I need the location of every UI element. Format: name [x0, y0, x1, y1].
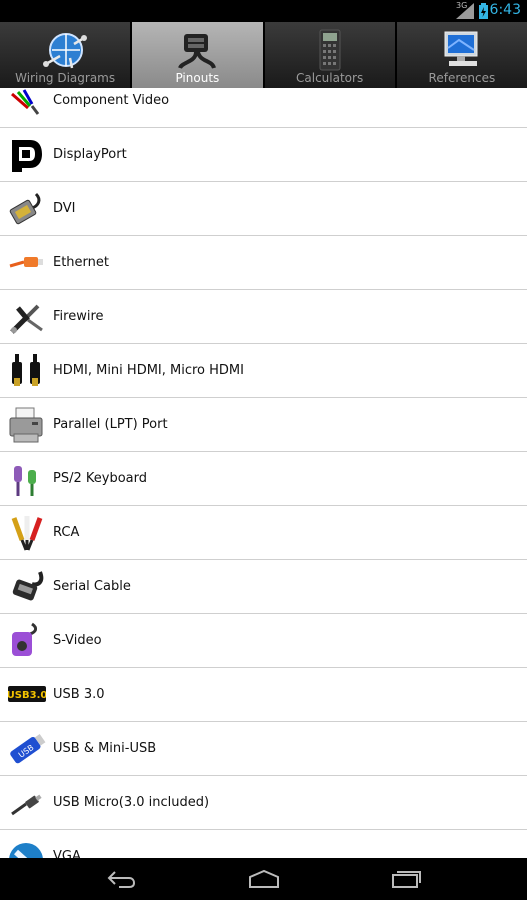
- list-item-serial-cable[interactable]: Serial Cable: [0, 560, 527, 614]
- usb3-badge-text: USB3.0: [8, 690, 46, 701]
- tab-calculators[interactable]: Calculators: [264, 22, 397, 88]
- ethernet-icon: [9, 257, 43, 268]
- tab-label: Wiring Diagrams: [15, 71, 116, 85]
- list-item-label: Component Video: [53, 93, 170, 108]
- monitor-icon: [444, 31, 478, 66]
- clock: 6:43: [489, 2, 521, 18]
- list-item-parallel-port[interactable]: Parallel (LPT) Port: [0, 398, 527, 452]
- list-item-hdmi[interactable]: HDMI, Mini HDMI, Micro HDMI: [0, 344, 527, 398]
- wiring-globe-icon: [43, 33, 88, 69]
- tab-label: Pinouts: [175, 71, 220, 85]
- signal-icon: [456, 3, 474, 19]
- list-item-usb-micro[interactable]: USB Micro(3.0 included): [0, 776, 527, 830]
- list-item-rca[interactable]: RCA: [0, 506, 527, 560]
- list-item-ethernet[interactable]: Ethernet: [0, 236, 527, 290]
- list-item-ps2-keyboard[interactable]: PS/2 Keyboard: [0, 452, 527, 506]
- dvi-icon: [9, 192, 41, 225]
- list-item-label: DVI: [53, 201, 76, 216]
- list-item-usb-3[interactable]: USB3.0 USB 3.0: [0, 668, 527, 722]
- hdmi-icon: [12, 354, 40, 386]
- list-item-label: VGA: [53, 849, 81, 858]
- tab-pinouts[interactable]: Pinouts: [132, 22, 265, 88]
- svideo-icon: [12, 622, 38, 656]
- list-item-component-video[interactable]: Component Video: [0, 88, 527, 128]
- displayport-icon: [12, 140, 42, 172]
- pinout-list: Component Video DisplayPort DVI Ethernet: [0, 88, 527, 858]
- list-item-usb-mini-usb[interactable]: USB USB & Mini-USB: [0, 722, 527, 776]
- network-type: 3G: [456, 1, 468, 10]
- list-item-displayport[interactable]: DisplayPort: [0, 128, 527, 182]
- usb3-icon: USB3.0: [8, 686, 46, 702]
- navigation-bar: [0, 858, 527, 900]
- printer-icon: [9, 407, 43, 443]
- list-item-label: Parallel (LPT) Port: [53, 417, 168, 432]
- list-item-firewire[interactable]: Firewire: [0, 290, 527, 344]
- status-bar: 3G 6:43: [0, 0, 527, 22]
- tab-bar: Wiring Diagrams Pinouts Calculators: [0, 22, 527, 88]
- component-video-icon: [11, 89, 40, 115]
- list-item-label: USB 3.0: [53, 687, 105, 702]
- list-item-label: DisplayPort: [53, 147, 127, 162]
- calculator-icon: [319, 29, 341, 71]
- list-item-label: RCA: [53, 525, 80, 540]
- tab-label: Calculators: [296, 71, 364, 85]
- tab-label: References: [428, 71, 496, 85]
- list-item-dvi[interactable]: DVI: [0, 182, 527, 236]
- pinouts-connector-icon: [178, 34, 217, 70]
- firewire-icon: [10, 304, 43, 334]
- tab-wiring-diagrams[interactable]: Wiring Diagrams: [0, 22, 133, 88]
- usb-micro-icon: [11, 794, 42, 816]
- recents-icon[interactable]: [390, 869, 422, 889]
- rca-icon: [11, 516, 43, 551]
- back-icon[interactable]: [105, 869, 137, 889]
- list-item-label: S-Video: [53, 633, 102, 648]
- serial-cable-icon: [12, 571, 44, 601]
- list-item-vga[interactable]: VGA: [0, 830, 527, 858]
- home-icon[interactable]: [247, 869, 281, 889]
- list-item-label: PS/2 Keyboard: [53, 471, 147, 486]
- ps2-icon: [14, 466, 36, 496]
- list-item-label: USB & Mini-USB: [53, 741, 157, 756]
- usb-stick-icon: USB: [10, 734, 46, 764]
- battery-icon: [479, 3, 488, 19]
- tab-references[interactable]: References: [396, 22, 527, 88]
- list-item-label: HDMI, Mini HDMI, Micro HDMI: [53, 363, 244, 378]
- list-item-label: Ethernet: [53, 255, 109, 270]
- list-item-s-video[interactable]: S-Video: [0, 614, 527, 668]
- vga-icon: [9, 843, 43, 858]
- list-item-label: Firewire: [53, 309, 104, 324]
- list-item-label: Serial Cable: [53, 579, 131, 594]
- list-item-label: USB Micro(3.0 included): [53, 795, 210, 810]
